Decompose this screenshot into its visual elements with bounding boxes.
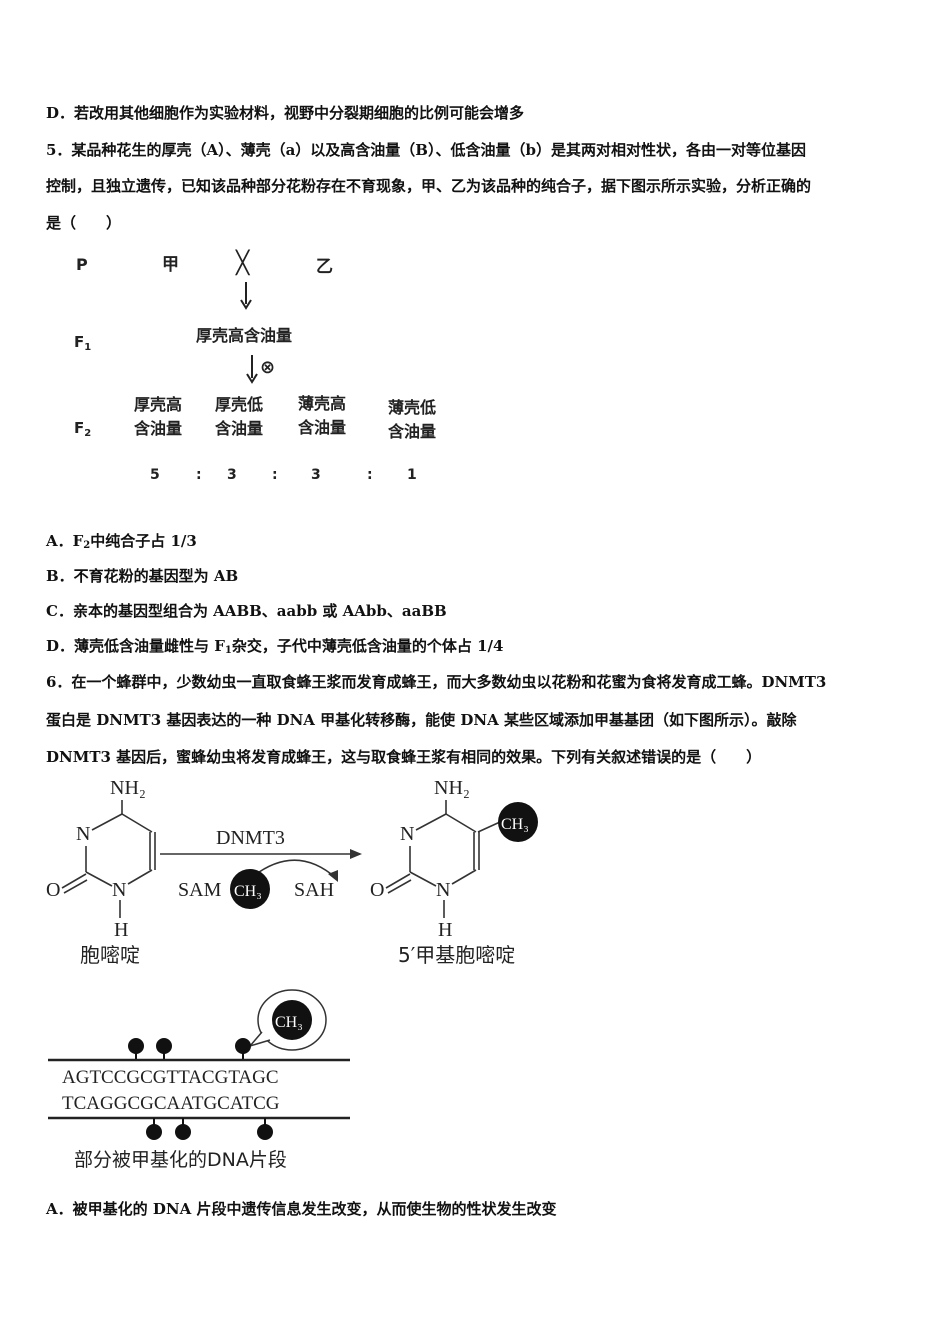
- f2-phenotype-1-line-2: 含油量: [134, 419, 182, 438]
- dna-fragment: CH₃ AGTCCGCGTTACGTAGC TCAGGCGCAATGCATCG …: [48, 989, 350, 1171]
- q6-stem-line-2: 蛋白是 DNMT3 基因表达的一种 DNA 甲基化转移酶，能使 DNA 某些区域…: [46, 711, 797, 729]
- cytosine-n1: N: [112, 879, 126, 901]
- methyl-pin-top-1: [128, 1038, 144, 1054]
- f2-phenotype-4-line-1: 薄壳低: [388, 398, 436, 417]
- q5-option-c: C．亲本的基因型组合为 AABB、aabb 或 AAbb、aaBB: [46, 602, 447, 620]
- cytosine-nh2: NH₂: [110, 777, 146, 799]
- p-generation-label: P: [76, 255, 88, 274]
- methyl-pin-bottom-2: [175, 1124, 191, 1140]
- ratio-separator-3: :: [367, 467, 373, 483]
- q6-stem-line-1: 6．在一个蜂群中，少数幼虫一直取食蜂王浆而发育成蜂王，而大多数幼虫以花粉和花蜜为…: [46, 673, 827, 691]
- genetic-cross-diagram: P 甲 ╳ 乙 F1 厚壳高含油量 ⊗ F2 厚壳高 含油量 厚壳低 含油量 薄…: [74, 249, 436, 483]
- methylcytosine-label: 5′甲基胞嘧啶: [398, 943, 515, 967]
- f1-phenotype: 厚壳高含油量: [196, 326, 292, 345]
- enzyme-label: DNMT3: [216, 827, 285, 849]
- cross-symbol: ╳: [235, 249, 251, 276]
- q5-stem-line-3: 是（ ）: [46, 214, 122, 232]
- q6-option-a: A．被甲基化的 DNA 片段中遗传信息发生改变，从而使生物的性状发生改变: [46, 1200, 557, 1218]
- f1-generation-label: F1: [74, 333, 91, 353]
- f2-generation-label: F2: [74, 419, 91, 439]
- ratio-value-2: 3: [227, 467, 237, 483]
- methylcytosine-nh2: NH₂: [434, 777, 470, 799]
- f2-phenotype-4-line-2: 含油量: [388, 422, 436, 441]
- dna-caption: 部分被甲基化的DNA片段: [74, 1149, 287, 1171]
- q5-option-d: D．薄壳低含油量雌性与 F1杂交，子代中薄壳低含油量的个体占 1/4: [46, 637, 504, 656]
- methylcytosine-structure: NH₂ N O N H CH₃ 5′甲基胞嘧啶: [370, 777, 538, 967]
- methyl-pin-top-3: [235, 1038, 251, 1054]
- parent-yi: 乙: [316, 257, 333, 277]
- parent-jia: 甲: [162, 255, 179, 275]
- q5-stem-line-1: 5．某品种花生的厚壳（A）、薄壳（a）以及高含油量（B）、低含油量（b）是其两对…: [46, 141, 806, 159]
- q5-stem-line-2: 控制，且独立遗传，已知该品种部分花粉存在不育现象，甲、乙为该品种的纯合子，据下图…: [46, 177, 812, 195]
- f2-phenotype-3-line-2: 含油量: [298, 418, 346, 437]
- f2-phenotype-2-line-1: 厚壳低: [215, 395, 263, 414]
- ratio-separator-1: :: [196, 467, 202, 483]
- cytosine-o: O: [46, 879, 60, 901]
- cytosine-label: 胞嘧啶: [80, 943, 140, 967]
- f2-phenotype-2-line-2: 含油量: [215, 419, 263, 438]
- selfing-symbol: ⊗: [260, 357, 275, 378]
- methyl-group-circle: [498, 802, 538, 842]
- f2-phenotype-1-line-1: 厚壳高: [134, 395, 182, 414]
- sah-label: SAH: [294, 879, 334, 901]
- q4-option-d: D．若改用其他细胞作为实验材料，视野中分裂期细胞的比例可能会增多: [46, 104, 525, 122]
- methylcytosine-n1: N: [436, 879, 450, 901]
- ratio-separator-2: :: [272, 467, 278, 483]
- methylcytosine-o: O: [370, 879, 384, 901]
- q5-option-b: B．不育花粉的基因型为 AB: [46, 567, 239, 585]
- methyl-pin-bottom-3: [257, 1124, 273, 1140]
- callout-methyl-circle: [272, 1000, 312, 1040]
- ratio-value-4: 1: [407, 467, 417, 483]
- dna-strand-top: AGTCCGCGTTACGTAGC: [62, 1067, 279, 1088]
- methylcytosine-h: H: [438, 919, 452, 941]
- q6-stem-line-3: DNMT3 基因后，蜜蜂幼虫将发育成蜂王，这与取食蜂王浆有相同的效果。下列有关叙…: [46, 748, 762, 766]
- cytosine-n3: N: [76, 823, 90, 845]
- methyl-pin-bottom-1: [146, 1124, 162, 1140]
- methyl-pin-top-2: [156, 1038, 172, 1054]
- q5-option-a: A．F2中纯合子占 1/3: [46, 532, 197, 551]
- sam-ch3-label: CH₃: [234, 883, 262, 900]
- dna-strand-bottom: TCAGGCGCAATGCATCG: [62, 1093, 280, 1114]
- f2-phenotype-3-line-1: 薄壳高: [298, 394, 346, 413]
- methylcytosine-n3: N: [400, 823, 414, 845]
- ratio-value-1: 5: [150, 467, 160, 483]
- cytosine-structure: NH₂ N O N H 胞嘧啶: [46, 777, 156, 967]
- reaction-arrow: DNMT3 SAM CH₃ SAH: [160, 827, 362, 909]
- sam-label: SAM: [178, 879, 222, 901]
- cytosine-h: H: [114, 919, 128, 941]
- methyl-group-ch3-label: CH₃: [501, 816, 529, 833]
- callout-ch3-label: CH₃: [275, 1014, 303, 1031]
- methylation-diagram: NH₂ N O N H 胞嘧啶 DNMT3: [46, 777, 538, 1171]
- ratio-value-3: 3: [311, 467, 321, 483]
- sam-methyl-circle: [230, 869, 270, 909]
